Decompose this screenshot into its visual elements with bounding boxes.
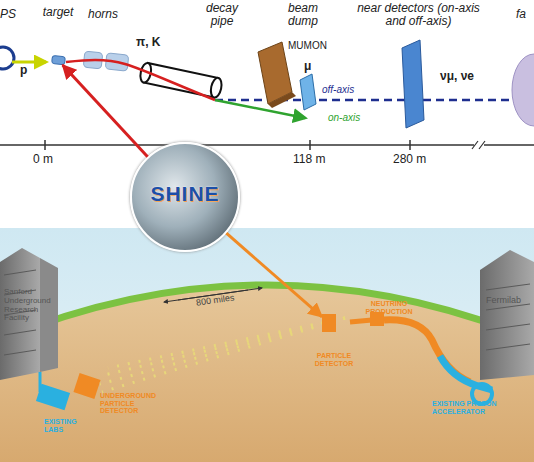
art-shape <box>309 140 311 150</box>
art-shape <box>300 74 316 110</box>
diagram-label: νμ, νe <box>440 70 474 83</box>
art-shape <box>486 284 530 350</box>
art-shape <box>0 228 534 462</box>
diagram-label: decay pipe <box>196 2 248 28</box>
art-shape <box>36 384 70 410</box>
diagram-label: μ <box>304 60 311 73</box>
connector-arrow <box>226 233 322 317</box>
photo-circle: SHINE <box>130 142 240 252</box>
art-shape <box>0 144 534 146</box>
art-shape <box>12 61 46 64</box>
diagram-label: Sanford Underground Research Facility <box>4 288 62 323</box>
diagram-label: p <box>20 64 27 77</box>
diagram-label: 280 m <box>393 153 426 166</box>
diagram-label: EXISTING LABS <box>44 418 84 433</box>
diagram-label: EXISTING PROTON ACCELERATOR <box>432 400 502 415</box>
art-shape <box>350 320 372 322</box>
art-shape <box>100 318 345 384</box>
art-shape <box>100 318 345 376</box>
art-shape <box>215 99 534 102</box>
diagram-label: fa <box>516 8 526 21</box>
diagram-label: NEUTRINO PRODUCTION <box>364 300 414 315</box>
art-shape <box>100 318 345 392</box>
beam-schematic <box>0 40 534 150</box>
diagram-label: off-axis <box>322 84 354 95</box>
particle-detector-box: PARTICLE DETECTOR <box>322 314 336 332</box>
target-box: target <box>51 55 65 65</box>
dune-illustration <box>0 228 534 462</box>
art-shape <box>144 63 219 98</box>
art-shape <box>102 318 345 392</box>
art-shape <box>73 373 100 399</box>
diagram-label: horns <box>88 8 118 21</box>
art-shape <box>52 55 66 64</box>
diagram-label: PS <box>0 8 16 21</box>
diagram-label: 118 m <box>293 153 325 166</box>
diagram-label: MUMON <box>288 40 327 51</box>
node-text: PARTICLE DETECTOR <box>308 352 360 367</box>
art-shape <box>472 141 485 149</box>
art-shape <box>409 140 411 150</box>
art-shape <box>268 92 296 108</box>
art-shape <box>0 47 14 69</box>
art-shape <box>40 258 58 372</box>
diagram-label: near detectors (on-axis and off-axis) <box>356 2 481 28</box>
art-shape <box>209 77 223 99</box>
art-shape <box>66 60 215 100</box>
art-shape <box>108 318 345 368</box>
diagram-label: beam dump <box>280 2 326 28</box>
diagram-label: UNDERGROUND PARTICLE DETECTOR <box>100 392 166 415</box>
diagram-label: on-axis <box>328 112 360 123</box>
art-shape <box>139 62 223 99</box>
art-shape <box>215 100 305 118</box>
connector-arrow <box>63 65 148 157</box>
node-text: SHINE <box>142 182 228 205</box>
art-shape <box>402 40 424 128</box>
art-shape <box>480 250 534 380</box>
node-text: target <box>33 6 83 19</box>
art-shape <box>0 285 534 340</box>
art-shape <box>44 140 46 150</box>
art-shape <box>512 54 534 126</box>
art-shape <box>0 285 534 462</box>
diagram-label: Fermilab <box>486 296 521 306</box>
diagram-label: π, K <box>136 36 161 49</box>
diagram-label: 0 m <box>33 153 53 166</box>
